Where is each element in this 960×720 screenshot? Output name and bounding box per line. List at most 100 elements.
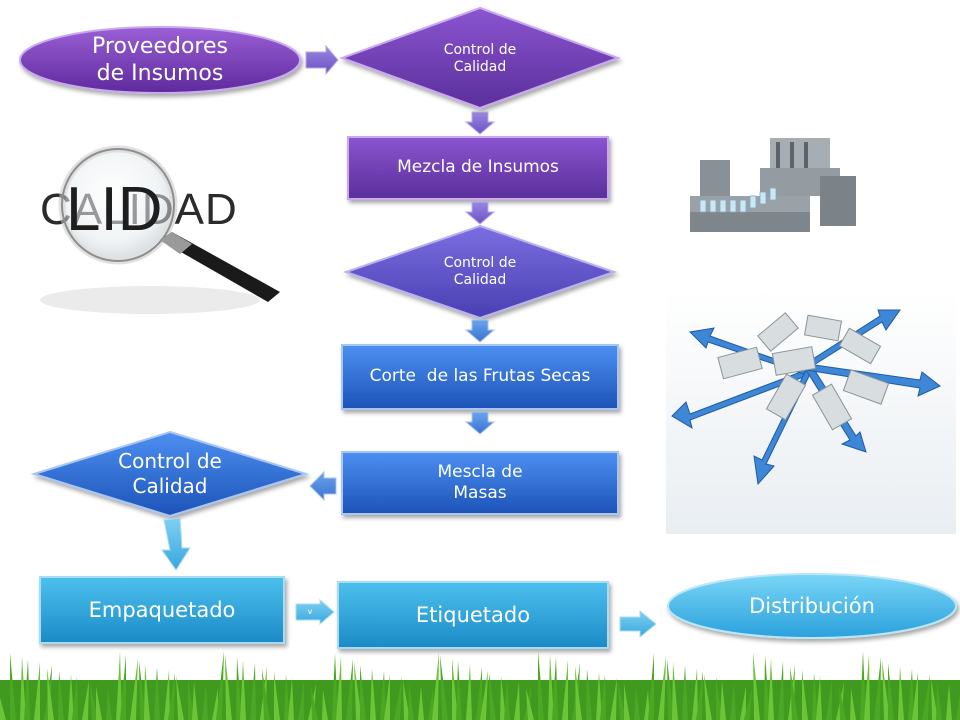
mescla-masas-box-shape [341,451,619,515]
grass-blade [408,683,414,720]
grass-blade [47,668,54,720]
grass-blade [311,687,318,720]
grass-blade [575,666,582,720]
control1-label: Control de Calidad [443,41,517,76]
grass-blade [931,678,938,720]
grass-blade [202,685,208,720]
grass-blade [946,684,952,720]
grass-blade [288,678,294,720]
grass-blade [476,667,482,720]
grass-blade [188,679,194,720]
grass-blade [96,686,102,720]
grass-blade [106,689,112,720]
grass-blade [658,656,666,720]
grass-blade [284,675,290,720]
proveedores-node-shape [19,26,301,94]
grass-blade [428,689,434,720]
grass-blade [116,652,122,720]
grass-blade [168,673,175,720]
grass-blade [826,679,832,720]
grass-blade [10,653,16,720]
grass-blade [380,671,386,720]
grass-blade [68,674,74,720]
grass-blade [644,690,650,720]
corte-node: Corte de las Frutas Secas [342,345,618,409]
distribucion-node-shape [667,573,957,639]
grass-blade [82,680,89,720]
grass-blade [452,658,458,720]
grass-blade [839,685,846,720]
grass-blade [394,677,402,720]
grass-blade [34,662,40,720]
corte-label: Corte de las Frutas Secas [369,366,591,387]
grass-blade [634,687,640,720]
grass-blade [360,665,366,720]
grass-blade [489,673,496,720]
arrow-left-1 [309,470,337,502]
arrow-down-1 [464,111,496,135]
grass-blade [692,668,698,720]
proveedores-label: Proveedores de Insumos [92,33,228,87]
grass-blade [336,656,342,720]
arrow-down-5 [161,517,191,571]
grass-blade [768,658,774,720]
bottling-machine-image [684,136,856,232]
arrow-down-3 [464,319,496,343]
grass-blade [432,652,439,720]
grass-blade [72,677,78,720]
grass-blade [696,671,703,720]
grass-blade [192,682,198,720]
grass-blade [225,654,232,720]
grass-blade [744,689,752,720]
grass-blade [667,659,674,720]
grass-blade [236,657,242,720]
grass-blade [600,675,606,720]
grass-blade [144,664,150,720]
grass-blade [20,656,26,720]
control3-diamond-shape [30,430,310,518]
grass-blade [704,674,712,720]
grass-blade [548,654,554,720]
grass-blade [740,686,746,720]
grass-blade [778,661,784,720]
grass-blade [120,655,126,720]
grass-blade [562,660,568,720]
grass-blade [864,654,870,720]
grass-blade [298,681,304,720]
grass-blade [500,676,506,720]
grass-blade [888,663,894,720]
grass-blade [812,673,818,720]
distribucion-node: Distribución [668,574,956,638]
grass-blade [908,669,914,720]
grass-blade [212,688,218,720]
grass-blade [682,665,688,720]
grass-blade [250,663,256,720]
grass-blade [716,677,722,720]
arrow-right-3 [619,609,657,639]
grass-blade [672,662,678,720]
empaquetado-label: Empaquetado [88,597,236,622]
etiquetado-node: Etiquetado [338,582,608,648]
grass-blade [274,672,280,720]
distribucion-label: Distribución [749,593,875,618]
grass-blade [874,657,881,720]
grass-blade [418,686,424,720]
grass-blade [898,666,904,720]
control2-node: Control de Calidad [420,247,540,297]
grass-blade [322,690,328,720]
grass-blade [912,672,918,720]
grass-blade [130,658,138,720]
grass-border [0,651,960,720]
svg-text:LID: LID [66,175,162,244]
grass-blade [802,670,808,720]
grass-blade [480,670,488,720]
grass-blade [332,653,338,720]
grass-blade [456,661,462,720]
arrow-mark-label: v [307,607,313,616]
grass-blade [720,680,726,720]
proveedores-node: Proveedores de Insumos [30,28,290,92]
control3-label: Control de Calidad [118,449,222,498]
control1-node: Control de Calidad [420,34,540,84]
grass-blade [538,651,544,720]
